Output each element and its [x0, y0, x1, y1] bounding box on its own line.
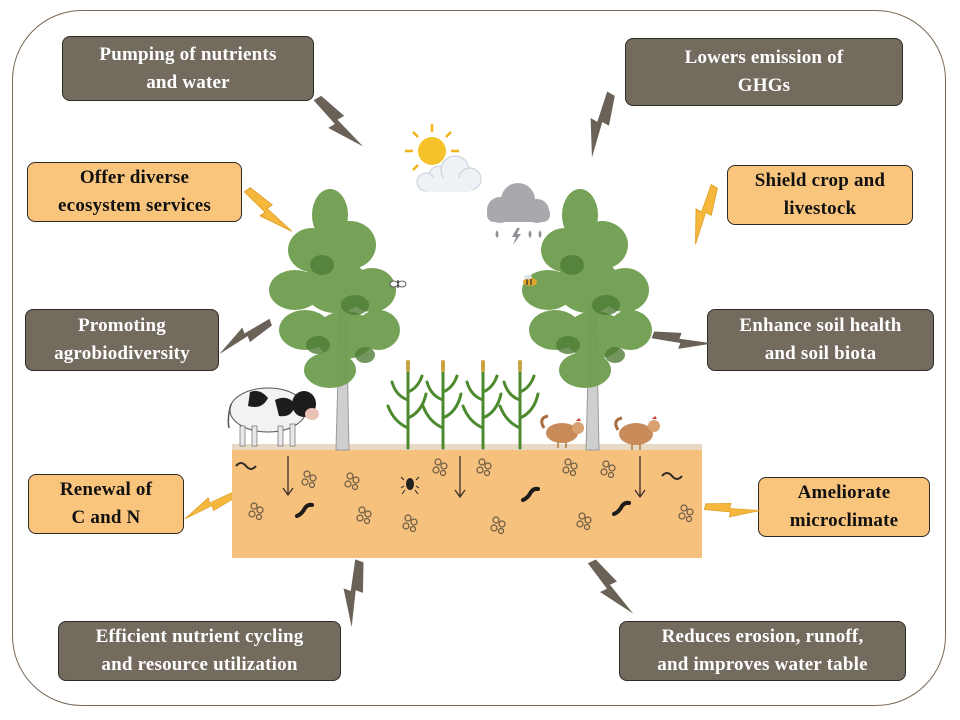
soil-block — [232, 448, 702, 558]
downward-arrow-icon — [282, 456, 646, 499]
soil-health-box: Enhance soil health and soil biota — [707, 309, 934, 371]
box-line: Offer diverse — [79, 167, 190, 188]
water-wave-icon — [235, 462, 683, 480]
cow-icon — [227, 387, 319, 447]
box-line: Efficient nutrient cycling — [95, 626, 304, 647]
box-line: microclimate — [789, 510, 899, 531]
box-line: Reduces erosion, runoff, — [661, 626, 864, 647]
box-line: GHGs — [737, 75, 791, 96]
insect-icon — [400, 476, 420, 495]
maize-icon — [386, 360, 540, 450]
nutrient-cycling-box: Efficient nutrient cycling and resource … — [58, 621, 341, 681]
sun-cloud-icon — [405, 124, 482, 192]
box-line: Ameliorate — [797, 482, 891, 503]
lowers-ghg-box: Lowers emission of GHGs — [625, 38, 903, 106]
box-line: and soil biota — [764, 343, 877, 364]
rounded-frame — [12, 10, 946, 706]
butterfly-icon — [389, 280, 407, 288]
box-line: and water — [146, 71, 230, 93]
tree-icon — [269, 189, 400, 451]
box-line: Promoting — [78, 315, 166, 336]
rain-cloud-icon — [487, 183, 550, 245]
box-line: Renewal of — [59, 479, 153, 500]
box-line: livestock — [783, 198, 857, 219]
renewal-cn-box: Renewal of C and N — [28, 474, 184, 534]
box-line: agrobiodiversity — [54, 343, 190, 364]
agrobiodiversity-box: Promoting agrobiodiversity — [25, 309, 219, 371]
box-line: Shield crop and — [754, 170, 886, 191]
box-line: C and N — [71, 507, 141, 528]
box-line: Lowers emission of — [684, 47, 844, 68]
ground-surface — [232, 444, 702, 450]
box-line: and resource utilization — [101, 654, 298, 675]
tree-icon — [522, 189, 652, 451]
soil-particles-icon — [248, 458, 694, 535]
pumping-nutrients-box: Pumping of nutrients and water — [62, 36, 314, 101]
hen-icon — [614, 416, 660, 450]
microclimate-box: Ameliorate microclimate — [758, 477, 930, 537]
hen-icon — [540, 414, 584, 448]
box-line: Pumping of nutrients — [99, 43, 277, 65]
box-line: Enhance soil health — [739, 315, 902, 336]
box-line: ecosystem services — [58, 195, 211, 216]
reduces-erosion-box: Reduces erosion, runoff, and improves wa… — [619, 621, 906, 681]
box-line: and improves water table — [657, 654, 868, 675]
ecosystem-services-box: Offer diverse ecosystem services — [27, 162, 242, 222]
shield-crop-box: Shield crop and livestock — [727, 165, 913, 225]
earthworm-icon — [295, 486, 631, 518]
bee-icon — [523, 274, 537, 286]
